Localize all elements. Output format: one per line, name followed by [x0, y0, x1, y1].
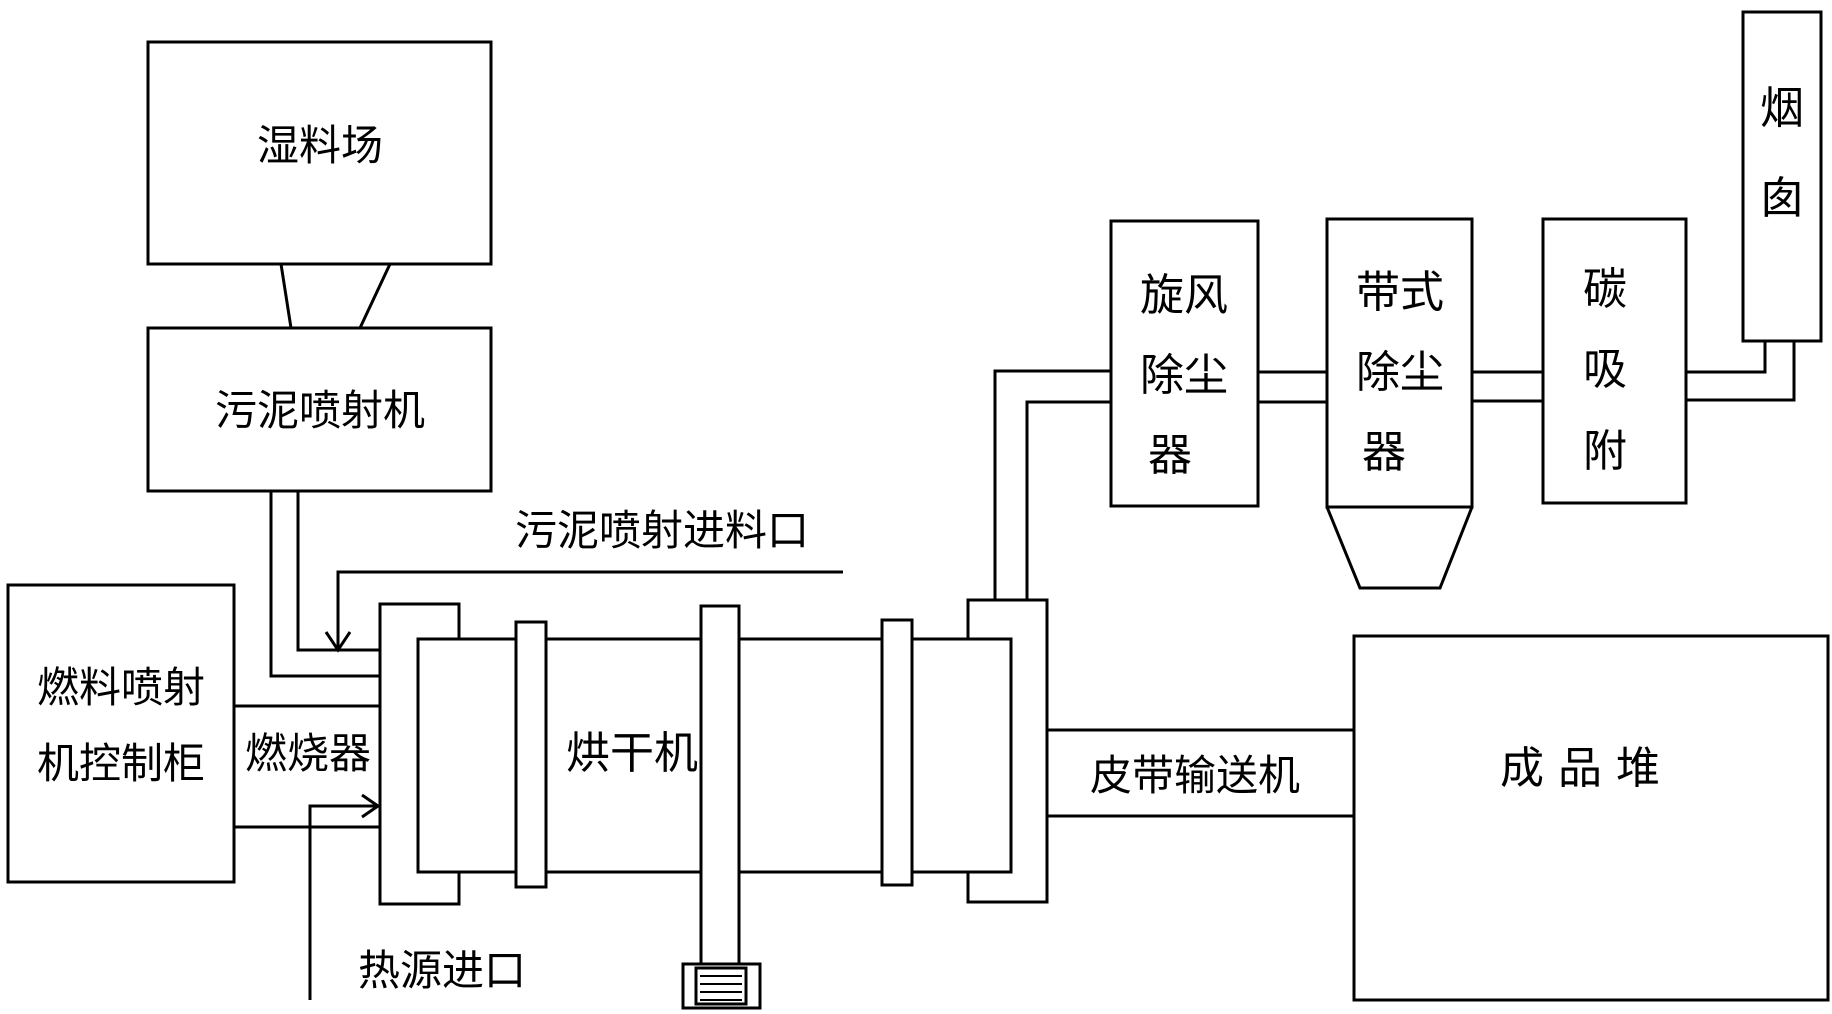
duct-carbon-to-chimney-outer: [1686, 341, 1767, 374]
duct-carbon-to-chimney-inner: [1686, 341, 1796, 402]
cyclone-label-line2: 除尘: [1140, 350, 1228, 401]
fuel-control-cabinet-box: [6, 583, 236, 884]
dryer-label: 烘干机: [566, 728, 698, 779]
wet-yard: 湿料场: [146, 40, 493, 266]
fuel-cabinet-label-line1: 燃料喷射: [37, 663, 205, 712]
bag-filter-label-line3: 器: [1362, 427, 1406, 478]
chimney-label-line1: 烟: [1760, 83, 1804, 134]
sludge-sprayer: 污泥喷射机: [146, 326, 493, 493]
product-pile-label: 成 品 堆: [1500, 743, 1660, 794]
carbon-box: [1541, 217, 1688, 505]
sludge-feed-pipe-inner: [296, 491, 380, 652]
duct-cyclone-to-bag: [1258, 370, 1327, 404]
heat-inlet-label: 热源进口: [358, 946, 526, 995]
carbon-adsorber: 碳 吸 附: [1541, 217, 1688, 505]
exhaust-duct-outer: [993, 369, 1111, 600]
chimney-label-line2: 囱: [1760, 173, 1804, 224]
heat-inlet-leader: [308, 804, 378, 1000]
bag-filter-hopper: [1325, 506, 1474, 590]
duct-bag-to-carbon: [1472, 370, 1543, 403]
drive-shaft: [699, 604, 741, 971]
cyclone-box: [1109, 219, 1260, 508]
sludge-inlet-label: 污泥喷射进料口: [515, 506, 809, 555]
wet-yard-box: [146, 40, 493, 266]
fuel-control-cabinet: 燃料喷射 机控制柜: [6, 583, 236, 884]
heat-inlet-arrowhead: [361, 793, 381, 819]
sludge-feed-pipe-outer: [269, 491, 380, 678]
hopper-funnel: [279, 263, 392, 329]
product-pile: 成 品 堆: [1352, 634, 1830, 1002]
rotary-dryer: 烘干机: [378, 598, 1049, 971]
carbon-label-line2: 吸: [1583, 344, 1627, 395]
bag-filter-box: [1325, 217, 1474, 509]
carbon-label-line1: 碳: [1583, 264, 1627, 315]
sludge-inlet-arrowhead: [324, 631, 352, 653]
drive-motor-icon: [681, 962, 762, 1010]
sludge-sprayer-label: 污泥喷射机: [215, 386, 425, 435]
cyclone-dust-collector: 旋风 除尘 器: [1109, 219, 1260, 508]
belt-conveyor-lines: [1047, 728, 1354, 818]
wet-yard-label: 湿料场: [257, 121, 383, 170]
cyclone-label-line3: 器: [1148, 430, 1192, 481]
bag-filter-label-line2: 除尘: [1356, 347, 1444, 398]
chimney-box: [1741, 10, 1823, 343]
sludge-sprayer-box: [146, 326, 493, 493]
sludge-inlet-leader: [336, 570, 843, 650]
carbon-label-line3: 附: [1583, 426, 1627, 477]
cyclone-label-line1: 旋风: [1140, 270, 1228, 321]
conveyor-label: 皮带输送机: [1090, 751, 1300, 800]
chimney: 烟 囱: [1741, 10, 1823, 343]
bag-filter-label-line1: 带式: [1356, 267, 1444, 318]
exhaust-duct-inner: [1025, 400, 1111, 600]
dryer-ring-left: [514, 620, 548, 889]
product-pile-box: [1352, 634, 1830, 1002]
fuel-cabinet-label-line2: 机控制柜: [37, 739, 205, 788]
burner-label: 燃烧器: [245, 729, 371, 778]
dryer-ring-right: [880, 618, 914, 887]
bag-filter-collector: 带式 除尘 器: [1325, 217, 1474, 590]
